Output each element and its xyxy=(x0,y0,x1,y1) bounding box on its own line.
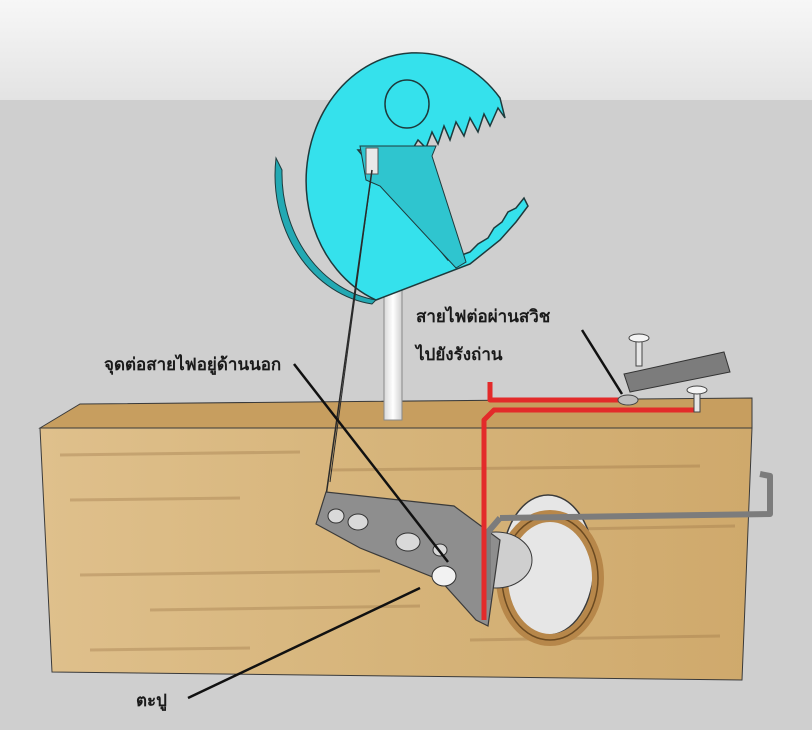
switch-screw-2 xyxy=(693,391,701,413)
pacman-jaw-hinge xyxy=(359,145,467,269)
battery-holder-label: ไปยังรังถ่าน xyxy=(416,345,503,365)
wood-grain xyxy=(59,450,736,652)
leader-switch-wire xyxy=(580,329,624,395)
pacman-eye xyxy=(384,79,430,129)
switch-screw-1-head xyxy=(628,333,650,343)
nail-head xyxy=(431,565,457,587)
metal-rod-bend xyxy=(485,516,503,600)
red-wires xyxy=(481,382,700,620)
red-wire-switch xyxy=(487,382,620,403)
metal-rod xyxy=(499,471,773,521)
lever-hole-2 xyxy=(347,513,369,531)
leader-lines xyxy=(187,329,624,700)
switch-screw-2-head xyxy=(686,385,708,395)
leader-nail xyxy=(187,586,421,700)
red-wire-main xyxy=(481,407,700,620)
pull-string-2 xyxy=(329,169,373,483)
switch-wire-label: สายไฟต่อผ่านสวิช xyxy=(416,307,551,327)
leader-outside-connection xyxy=(293,363,449,563)
switch-assembly xyxy=(617,333,731,413)
switch-lever xyxy=(623,351,731,393)
lever-hole-1 xyxy=(327,508,345,524)
wire-terminal xyxy=(617,394,639,406)
switch-screw-1 xyxy=(635,339,643,367)
lever-hole-3 xyxy=(395,532,421,552)
lever-bracket xyxy=(315,491,501,627)
support-pole xyxy=(383,289,403,421)
outside-connection-label: จุดต่อสายไฟอยู่ด้านนอก xyxy=(104,355,282,375)
nail-label: ตะปู xyxy=(136,691,167,711)
pacman-edge xyxy=(274,156,378,305)
